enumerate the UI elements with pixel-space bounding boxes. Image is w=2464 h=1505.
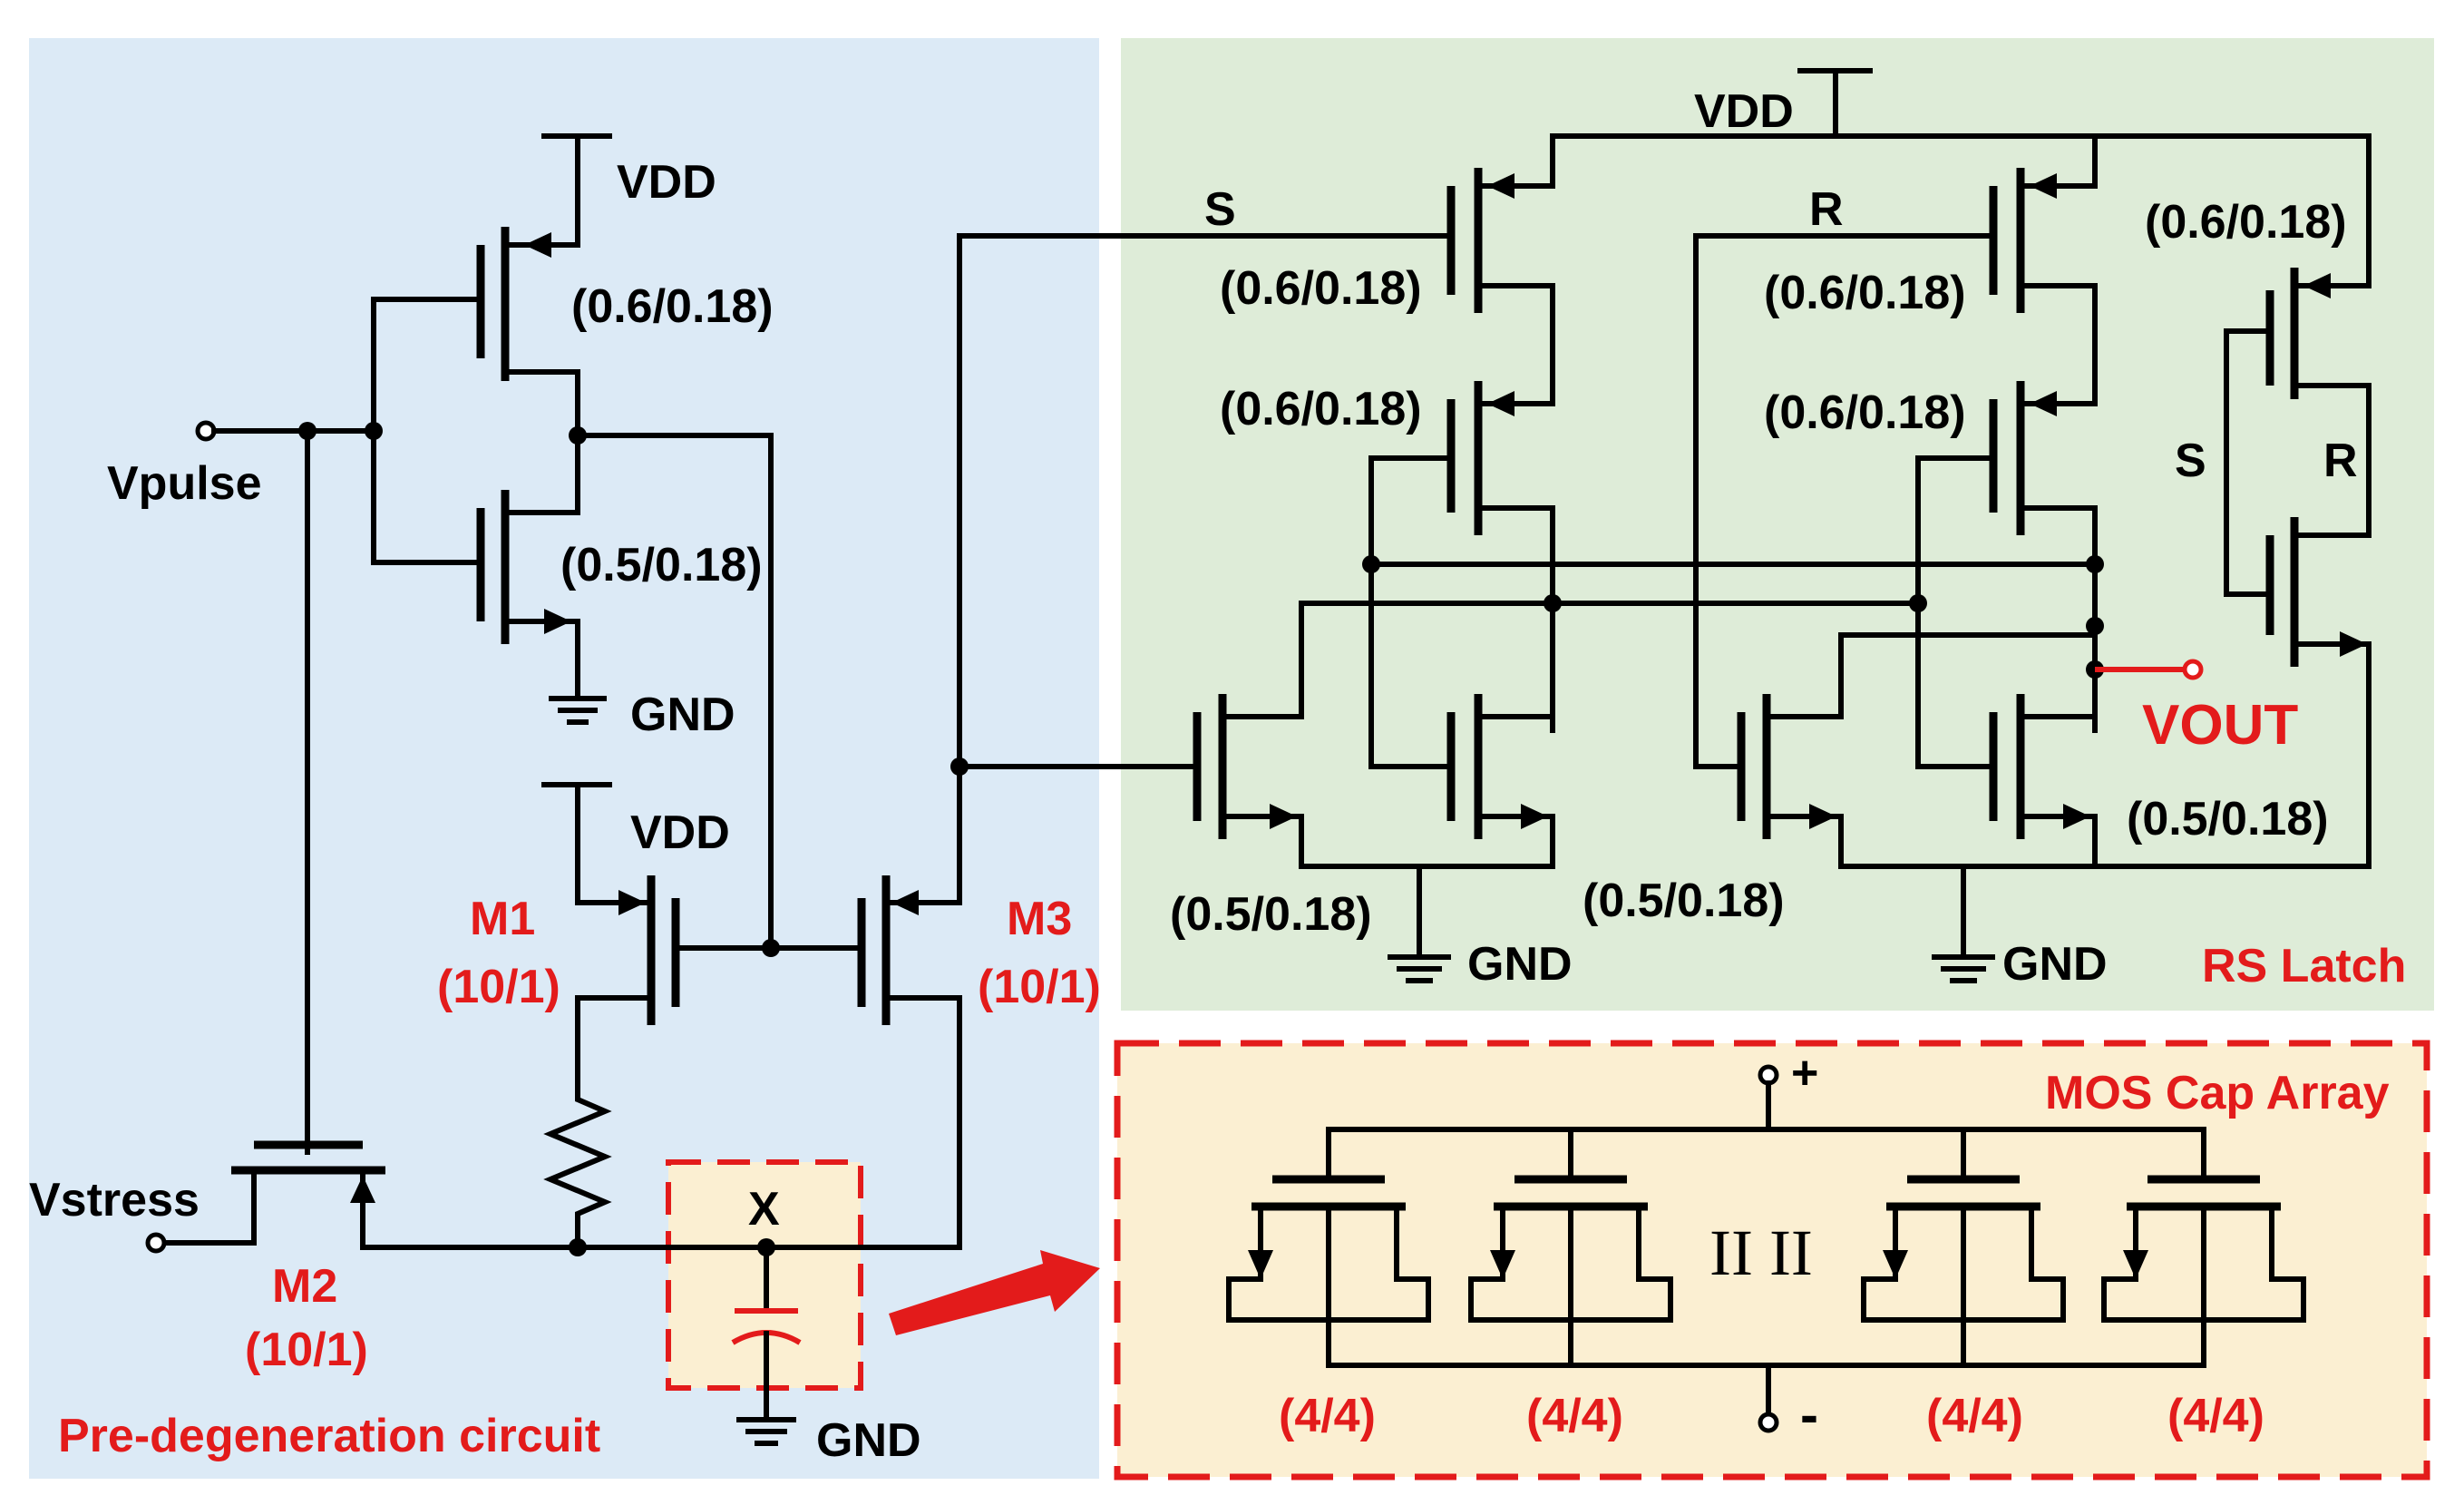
nmos-size-label: (0.5/0.18) [560,539,763,591]
latch-gnd1-label: GND [1467,938,1573,991]
m3-size-label: (10/1) [978,961,1101,1013]
inverter [371,133,774,725]
latch-s-side-label: S [2175,435,2206,487]
vdd-top-label: VDD [617,156,716,209]
vout-label: VOUT [2142,694,2298,757]
latch-gnd2-label: GND [2002,938,2108,991]
mos-cap-cell [1468,1127,1673,1368]
m3-name-label: M3 [1007,893,1072,945]
vstress-label: Vstress [29,1174,200,1226]
latch-size-n3: (0.5/0.18) [2127,793,2329,845]
latch-r-label: R [1809,183,1844,236]
pre-degeneration-title: Pre-degeneration circuit [58,1410,600,1462]
latch-size-n1: (0.5/0.18) [1170,888,1372,941]
mos-cap-array [1326,1064,2206,1433]
vpulse-input [195,420,383,1155]
transistor-m2 [145,1140,962,1256]
latch-vdd-label: VDD [1694,85,1794,138]
mos-cap-cell [2101,1127,2306,1368]
expand-arrow [889,1250,1100,1335]
node-x-label: X [748,1183,780,1236]
latch-r-side-label: R [2323,435,2358,487]
latch-size-p4: (0.6/0.18) [1764,386,1966,439]
m2-name-label: M2 [272,1260,337,1313]
transistor-m1 [541,782,680,1256]
rs-latch-title: RS Latch [2202,940,2406,992]
m2-size-label: (10/1) [245,1324,368,1376]
pre-degeneration-panel [29,38,1099,1479]
cap-size-4: (4/4) [2167,1390,2264,1442]
mos-cap-panel [1114,1040,2430,1481]
cap-size-1: (4/4) [1279,1390,1376,1442]
rs-latch [1193,68,2371,983]
gnd-bottom-label: GND [816,1414,921,1467]
mos-cap-cell [1861,1127,2066,1368]
gnd-top-label: GND [630,689,735,741]
cap-size-3: (4/4) [1926,1390,2023,1442]
mos-cap-cell [1226,1127,1431,1368]
latch-s-label: S [1204,183,1236,236]
rs-latch-panel [1121,38,2434,1011]
vdd-mid-label: VDD [630,806,730,859]
latch-size-p1: (0.6/0.18) [1220,262,1422,315]
cap-minus-label: - [1800,1384,1818,1445]
cap-plus-label: + [1791,1047,1818,1099]
mos-cap-title: MOS Cap Array [2045,1067,2390,1119]
pmos-size-label: (0.6/0.18) [571,280,774,333]
latch-size-p3: (0.6/0.18) [1764,267,1966,319]
m1-name-label: M1 [470,893,535,945]
latch-size-p5: (0.6/0.18) [2145,196,2347,249]
cap-ellipsis: II II [1709,1217,1813,1289]
vpulse-label: Vpulse [107,457,262,510]
cap-size-2: (4/4) [1526,1390,1623,1442]
latch-size-n2: (0.5/0.18) [1583,875,1785,927]
node-x-capacitor [731,1245,802,1446]
m1-size-label: (10/1) [437,961,560,1013]
latch-size-p2: (0.6/0.18) [1220,383,1422,435]
